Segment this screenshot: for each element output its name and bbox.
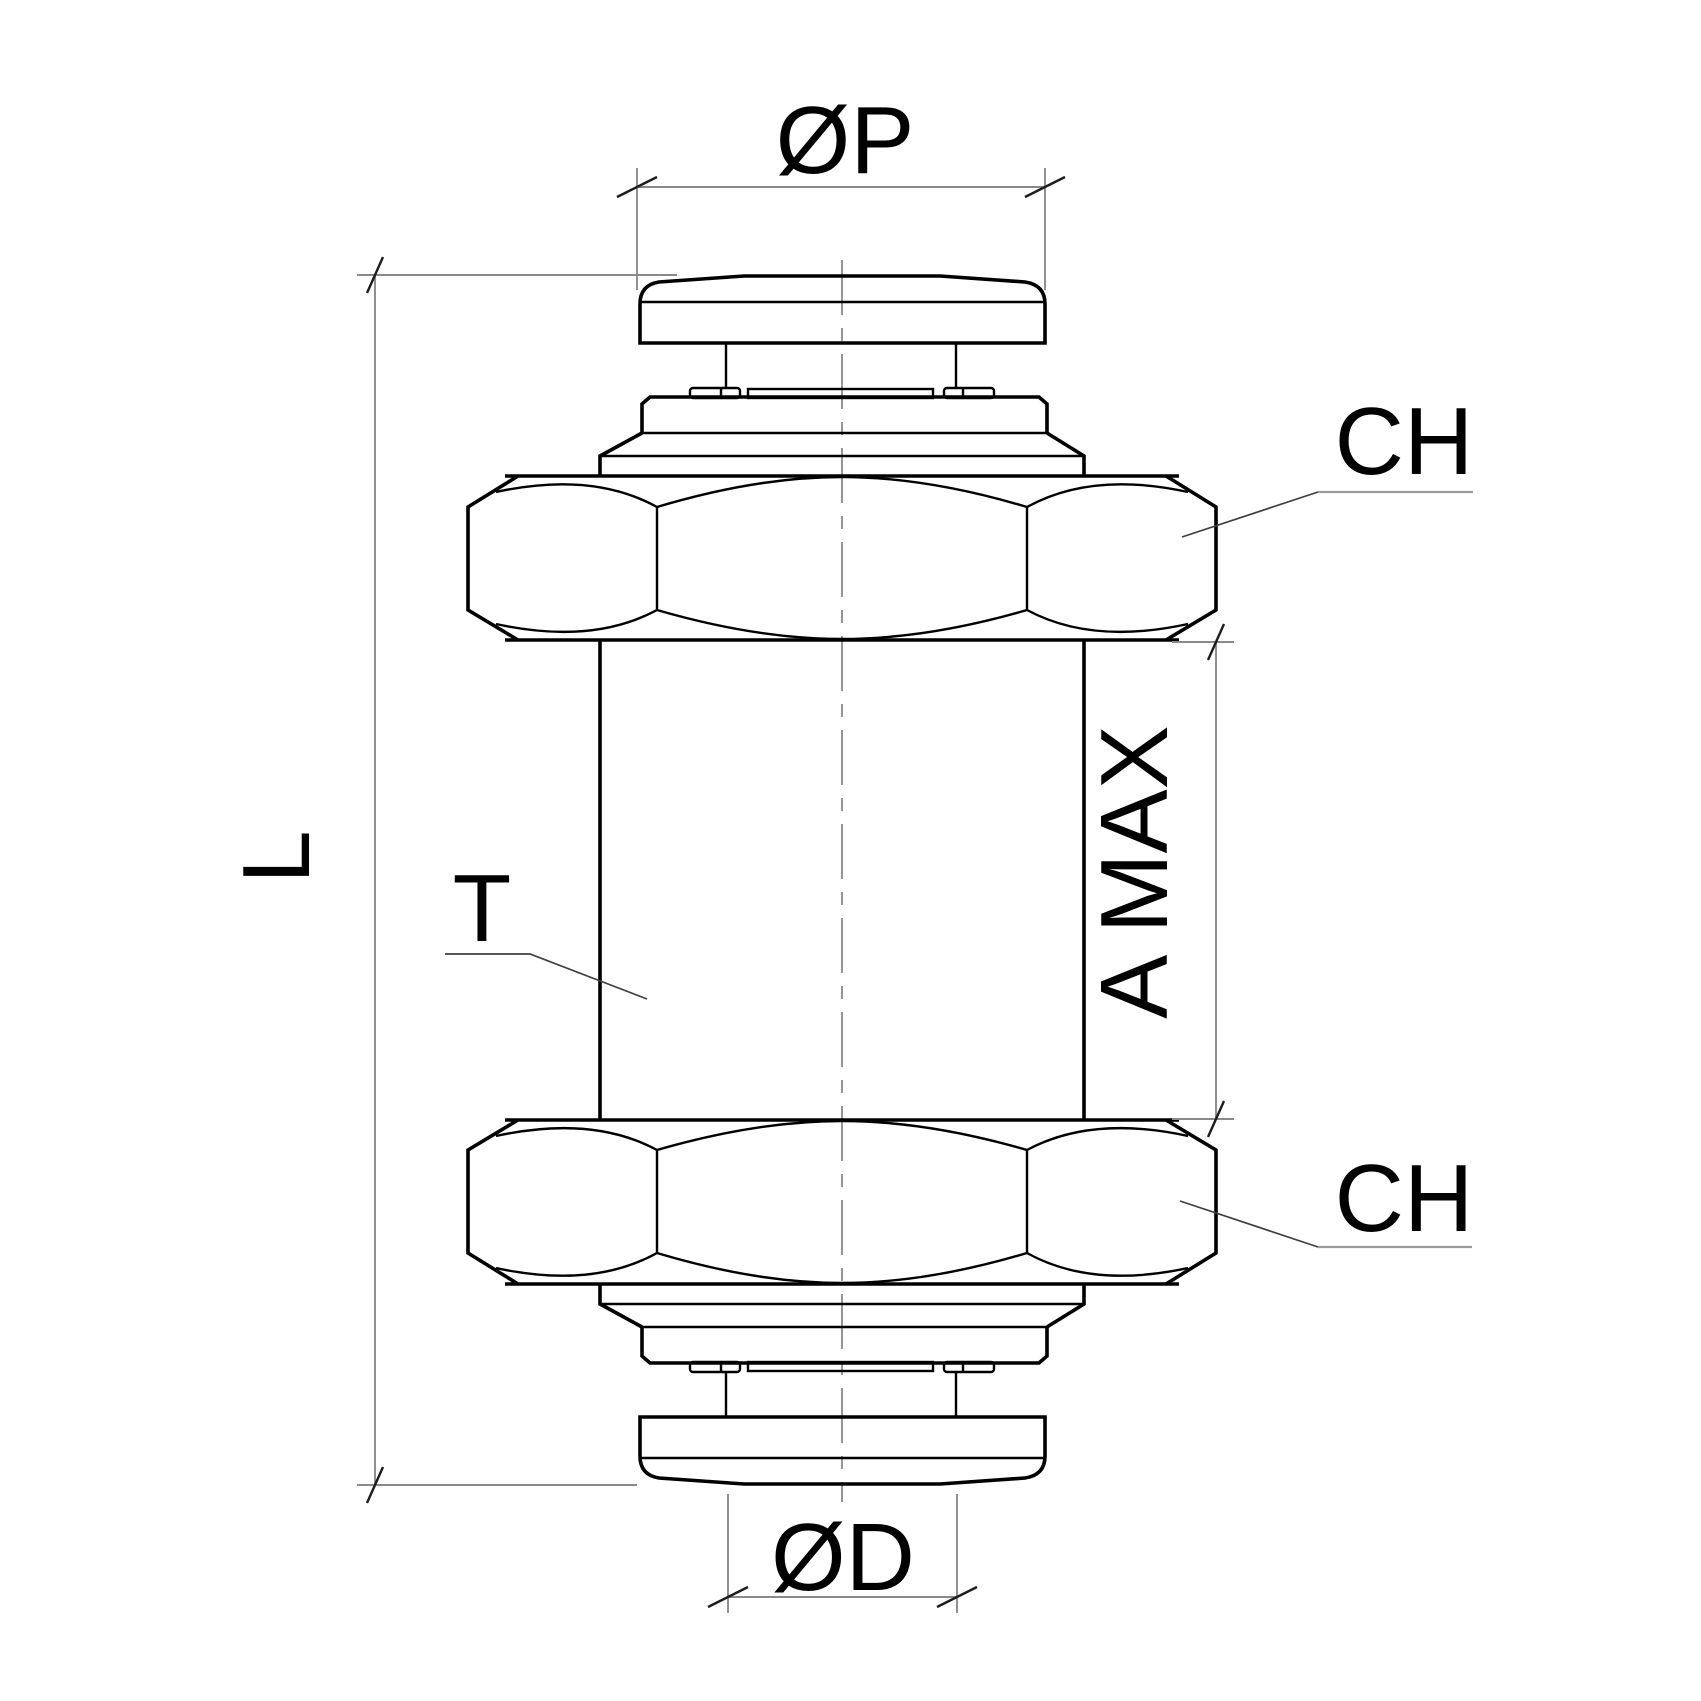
- amax-tick-top: [1206, 623, 1226, 661]
- top-hex-silhouette: [466, 474, 1218, 642]
- label-od: ØD: [771, 1504, 915, 1611]
- l-tick-bottom: [365, 1466, 385, 1504]
- top-cap-outline: [638, 274, 1047, 345]
- bottom-stem-lines: [724, 1372, 958, 1417]
- top-hex-face-dividers: [655, 507, 1029, 610]
- l-tick-top: [365, 256, 385, 294]
- top-hex-nut: [466, 474, 1218, 642]
- top-collar: [640, 395, 1049, 433]
- top-stem-lines: [724, 343, 958, 388]
- l-extension-lines: [357, 274, 677, 1486]
- bottom-hex-chamfer-arcs: [495, 1119, 1189, 1285]
- body-side-lines: [598, 641, 1086, 1120]
- fitting-outline: [466, 274, 1218, 1486]
- leader-callouts: CH CH T: [445, 388, 1473, 1252]
- ch-bottom-leader-diagonal: [1179, 1200, 1319, 1248]
- label-op: ØP: [776, 87, 915, 194]
- od-extension-lines: [727, 1494, 958, 1613]
- bottom-release-ring-bar: [746, 1360, 935, 1373]
- bottom-hex-silhouette: [466, 1118, 1218, 1286]
- dimension-od: ØD: [707, 1494, 978, 1613]
- body-tube: [598, 641, 1086, 1120]
- ch-top-leader-diagonal: [1181, 491, 1319, 538]
- dimension-amax: A MAX: [1081, 623, 1234, 1138]
- bottom-collar: [640, 1327, 1049, 1365]
- top-collet: [598, 343, 1086, 476]
- od-tick-left: [707, 1585, 749, 1609]
- label-a-max: A MAX: [1081, 725, 1188, 1018]
- bottom-hex-face-dividers: [655, 1150, 1029, 1253]
- leader-t: T: [445, 855, 648, 1000]
- dimension-l: L: [223, 256, 677, 1504]
- label-t: T: [453, 855, 512, 962]
- dimension-op: ØP: [616, 87, 1066, 290]
- leader-ch-top: CH: [1181, 388, 1474, 538]
- dimensions: ØP L A MAX ØD: [223, 87, 1234, 1613]
- t-leader: [445, 953, 648, 1000]
- label-ch-top: CH: [1335, 388, 1474, 495]
- bottom-hex-nut: [466, 1118, 1218, 1286]
- amax-extension-lines: [1172, 641, 1234, 1120]
- label-l: L: [223, 830, 330, 883]
- op-tick-left: [616, 175, 658, 199]
- leader-ch-bottom: CH: [1179, 1145, 1474, 1252]
- op-tick-right: [1024, 175, 1066, 199]
- od-tick-right: [936, 1585, 978, 1609]
- bottom-cap-outline: [638, 1415, 1047, 1486]
- bottom-collet: [598, 1284, 1086, 1417]
- amax-tick-bottom: [1206, 1100, 1226, 1138]
- bottom-tab-right: [942, 1360, 996, 1374]
- label-ch-bottom: CH: [1335, 1145, 1474, 1252]
- bottom-cap: [638, 1415, 1047, 1486]
- bottom-tab-left: [688, 1360, 742, 1374]
- top-hex-chamfer-arcs: [495, 475, 1189, 641]
- top-cap: [638, 274, 1047, 345]
